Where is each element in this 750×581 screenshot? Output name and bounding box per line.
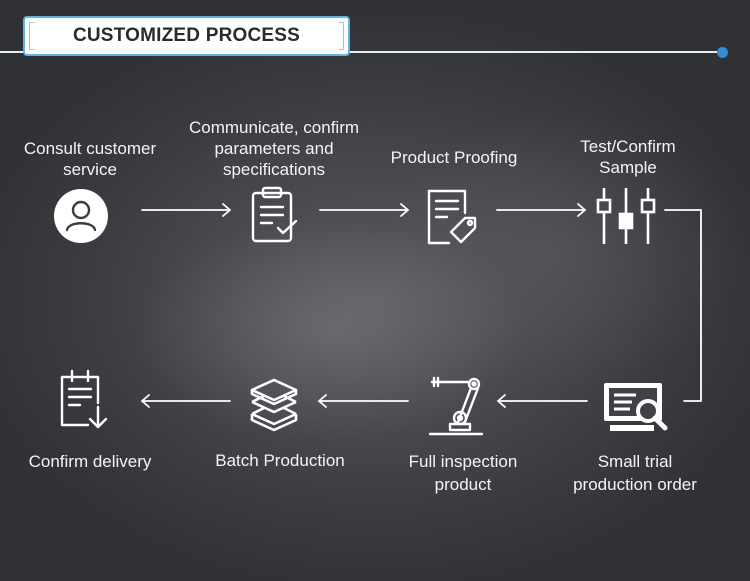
arrow-small-trial-to-inspection <box>497 394 588 408</box>
stacked-boxes-icon <box>246 376 302 436</box>
clipboard-check-icon <box>250 185 300 245</box>
clipboard-download-icon <box>58 369 114 431</box>
user-icon <box>53 188 109 244</box>
monitor-search-icon <box>602 381 670 437</box>
step-label-consult: Consult customer service <box>23 139 157 179</box>
arrow-communicate-to-proofing <box>319 203 409 217</box>
step-label-test-sample: Test/Confirm Sample <box>580 137 676 177</box>
title-banner: CUSTOMIZED PROCESS <box>23 16 350 56</box>
arrow-inspection-to-batch <box>318 394 409 408</box>
robot-arm-icon <box>428 374 484 438</box>
arrow-consult-to-communicate <box>141 203 231 217</box>
step-label-communicate: Communicate, confirm parameters and spec… <box>188 118 360 179</box>
header-dot <box>717 47 728 58</box>
step-label-full-inspection: Full inspection product <box>408 452 518 494</box>
arrow-proofing-to-test <box>496 203 586 217</box>
step-label-proofing: Product Proofing <box>390 148 518 167</box>
document-tag-icon <box>425 187 481 247</box>
step-label-batch-production: Batch Production <box>215 451 345 470</box>
sliders-icon <box>596 186 656 246</box>
connector-test-to-small-trial <box>664 209 702 402</box>
arrow-batch-to-delivery <box>141 394 231 408</box>
header-divider <box>0 51 722 53</box>
step-label-small-trial: Small trial production order <box>573 452 697 494</box>
page-title: CUSTOMIZED PROCESS <box>72 25 301 46</box>
step-label-confirm-delivery: Confirm delivery <box>28 452 152 471</box>
